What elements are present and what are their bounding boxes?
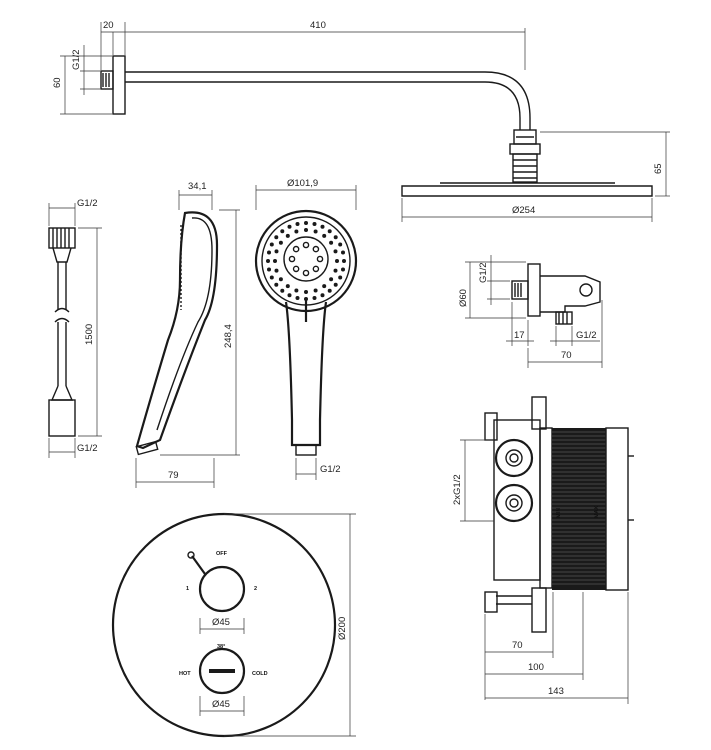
dim-wall-offset: 20 (103, 20, 114, 31)
outlet-holder (540, 275, 601, 313)
dim-head-diameter: Ø254 (512, 205, 535, 216)
dim-hand-base-width: 79 (168, 470, 179, 481)
hand-shower-head-front (254, 209, 358, 313)
wall-flange (112, 55, 126, 115)
dim-valve-100: 100 (528, 662, 544, 673)
dim-thermostat-knob: Ø45 (212, 699, 230, 710)
wall-outlet: Ø60 G1/2 17 G1/2 70 (458, 255, 603, 368)
dim-hose-thread-bottom: G1/2 (77, 443, 98, 454)
dim-hose-length: 1500 (84, 324, 95, 345)
valve-body: MIN MAX 2xG1/2 70 100 143 (452, 396, 634, 704)
inlet-top (494, 438, 534, 478)
dim-hand-head-diameter: Ø101,9 (287, 178, 318, 189)
hand-shower-handle (284, 301, 328, 447)
dim-hand-length: 248,4 (223, 324, 234, 348)
thermostat-label-hot: HOT (179, 671, 191, 677)
dim-inlets: 2xG1/2 (452, 474, 463, 505)
hand-shower-front: Ø101,9 G1/2 (254, 178, 358, 480)
inlet-bottom (494, 483, 534, 523)
valve-cartridge (552, 428, 606, 590)
dim-outlet-height: Ø60 (458, 289, 469, 307)
shower-hose: G1/2 1500 G1/2 (48, 198, 102, 458)
dim-diverter-knob: Ø45 (212, 617, 230, 628)
dim-hand-depth: 34,1 (188, 181, 207, 192)
dim-outlet-thread-vertical: G1/2 (478, 262, 489, 283)
shower-arm (125, 71, 531, 130)
dim-outlet-thread-horizontal: G1/2 (576, 330, 597, 341)
dim-valve-70: 70 (512, 640, 523, 651)
faceplate: OFF 1 2 Ø45 38° HOT COLD Ø45 Ø200 (111, 512, 356, 738)
dim-arm-length: 410 (310, 20, 326, 31)
swivel-joint (512, 153, 538, 183)
dim-flange-height: 60 (52, 77, 63, 88)
dim-hose-thread-top: G1/2 (77, 198, 98, 209)
diverter-label-1: 1 (186, 586, 189, 592)
dim-head-height: 65 (653, 163, 664, 174)
diverter-label-2: 2 (254, 586, 257, 592)
hose-bottom-nut (48, 399, 76, 437)
dim-hand-thread: G1/2 (320, 464, 341, 475)
dim-arm-thread: G1/2 (71, 49, 82, 70)
thermostat-knob[interactable] (198, 647, 246, 695)
label-min: MIN (556, 508, 562, 518)
diverter-knob[interactable] (198, 565, 246, 613)
rain-head (401, 185, 653, 197)
dim-valve-143: 143 (548, 686, 564, 697)
overhead-shower: 20 410 60 G1/2 65 Ø254 (52, 20, 670, 222)
thermostat-label-cold: COLD (252, 671, 268, 677)
dim-outlet-width: 70 (561, 350, 572, 361)
hand-shower-body-side (135, 211, 219, 450)
spray-nozzles (266, 221, 346, 301)
outlet-flange (527, 263, 541, 317)
diverter-label-off: OFF (216, 551, 228, 557)
label-max: MAX (594, 505, 600, 518)
dim-outlet-depth: 17 (514, 330, 525, 341)
hose-top-nut (48, 227, 76, 249)
hand-shower-side: 34,1 248,4 79 (135, 181, 240, 488)
thermostat-label-limit: 38° (217, 644, 225, 650)
dim-faceplate-diameter: Ø200 (337, 617, 348, 640)
